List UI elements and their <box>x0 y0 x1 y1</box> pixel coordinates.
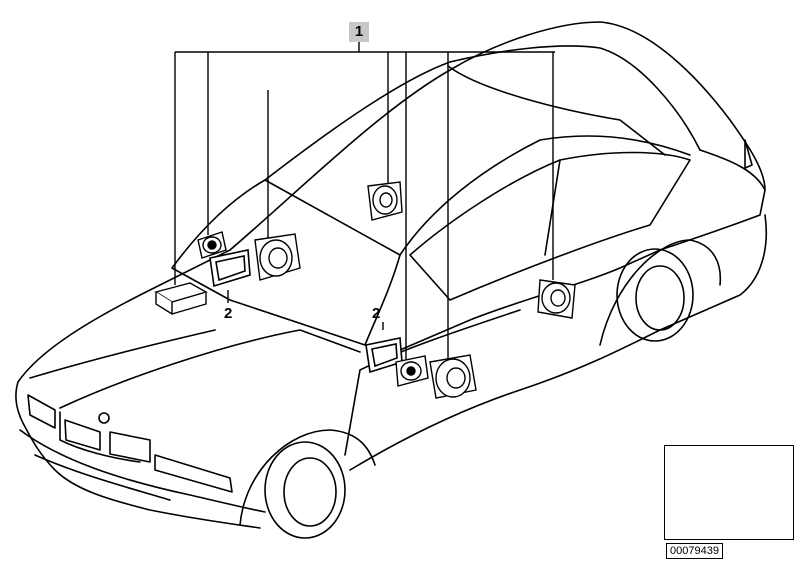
callout-2-right: 2 <box>372 305 381 322</box>
callout-1: 1 <box>349 22 369 42</box>
amplifier-module-icon <box>154 282 208 316</box>
thumbnail-frame <box>664 445 794 540</box>
diagram-id-label: 00079439 <box>666 543 723 559</box>
callout-2-left: 2 <box>224 305 233 322</box>
speaker-icon <box>537 279 576 319</box>
speaker-icon <box>254 233 301 281</box>
mounting-pad-icon <box>365 337 403 374</box>
speaker-icon <box>429 354 477 399</box>
leader-lines <box>174 42 555 360</box>
speaker-icon <box>367 181 403 221</box>
mounting-pad-icon <box>209 249 251 288</box>
tweeter-icon <box>395 355 429 387</box>
car-outline-icon <box>15 21 768 539</box>
tweeter-icon <box>197 231 227 259</box>
